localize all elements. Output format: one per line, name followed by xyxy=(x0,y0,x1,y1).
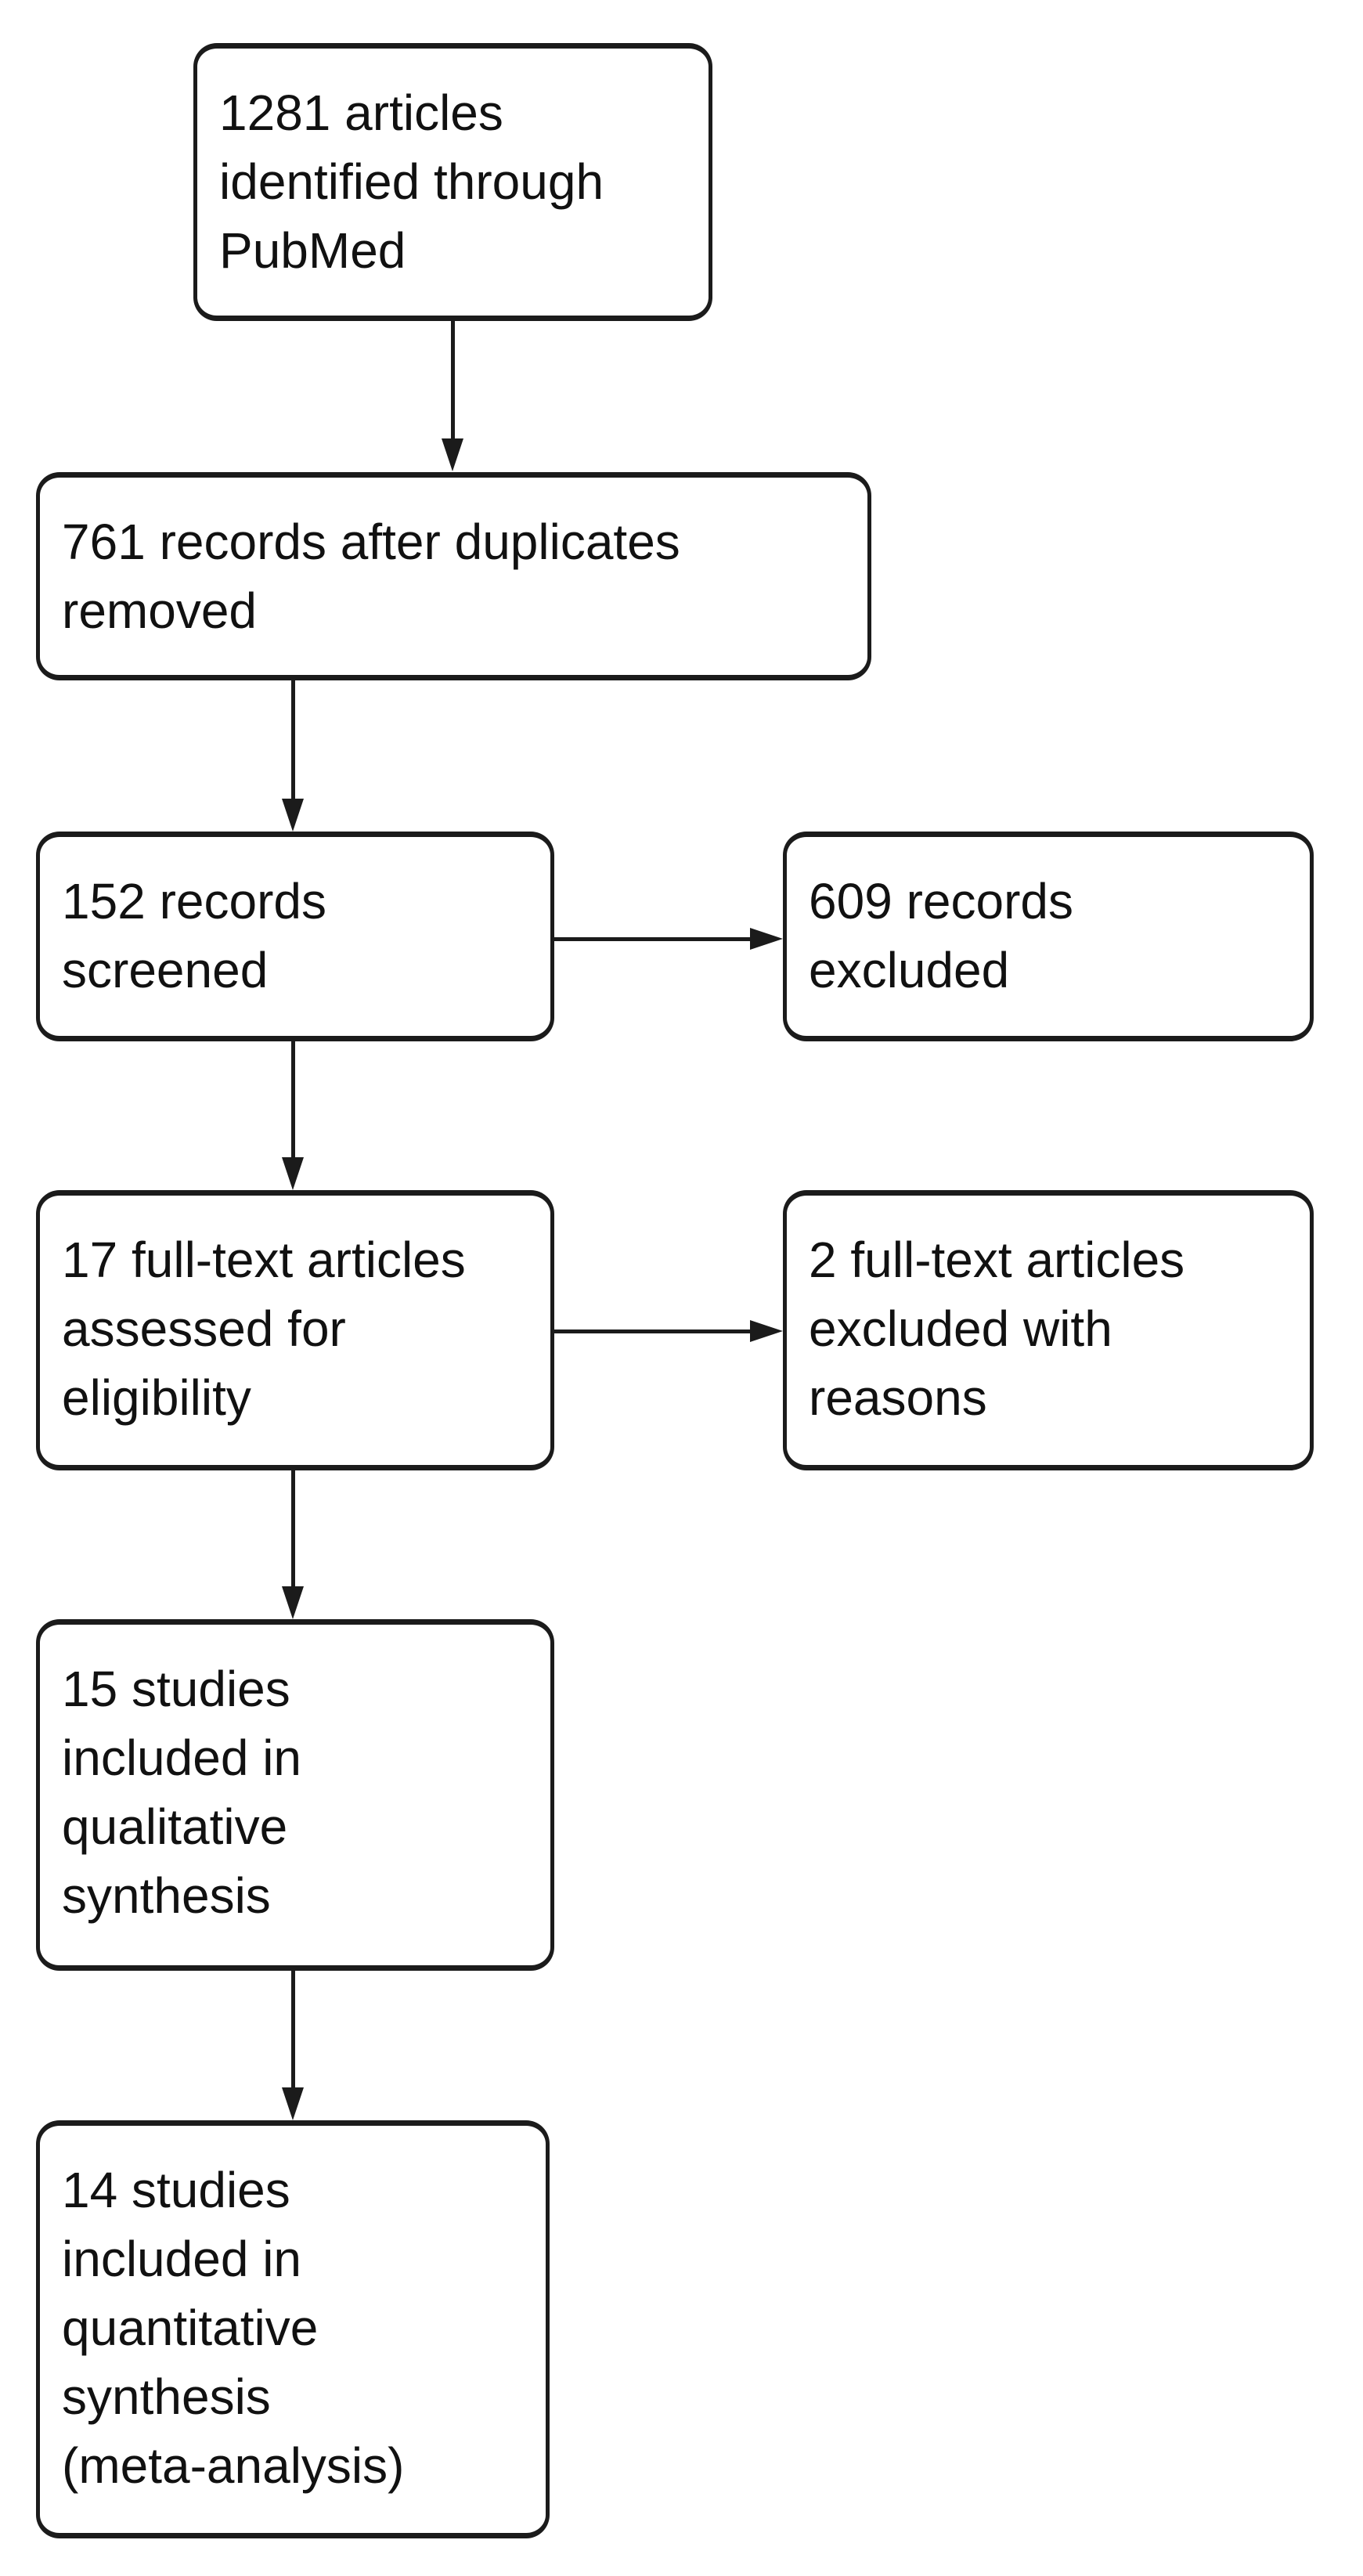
node-fulltext-assessed: 17 full-text articles assessed for eligi… xyxy=(36,1190,554,1470)
node-fulltext-excluded: 2 full-text articles excluded with reaso… xyxy=(783,1190,1314,1470)
arrow-identified-to-duplicates-line xyxy=(451,321,455,438)
arrow-screened-to-fulltext-line xyxy=(291,1041,295,1157)
arrow-duplicates-to-screened-head xyxy=(282,799,304,832)
node-after-duplicates: 761 records after duplicates removed xyxy=(36,472,871,680)
arrow-fulltext-to-qualitative-head xyxy=(282,1586,304,1619)
arrow-identified-to-duplicates-head xyxy=(442,438,463,471)
arrow-screened-to-fulltext-head xyxy=(282,1157,304,1190)
node-quantitative-synthesis: 14 studies included in quantitative synt… xyxy=(36,2120,550,2538)
arrow-qualitative-to-quantitative-head xyxy=(282,2087,304,2120)
node-records-screened: 152 records screened xyxy=(36,832,554,1041)
node-records-excluded: 609 records excluded xyxy=(783,832,1314,1041)
arrow-screened-to-excluded-line xyxy=(554,937,750,941)
arrow-qualitative-to-quantitative-line xyxy=(291,1971,295,2087)
arrow-fulltext-to-excluded-head xyxy=(750,1320,783,1342)
arrow-fulltext-to-excluded-line xyxy=(554,1329,750,1333)
arrow-screened-to-excluded-head xyxy=(750,928,783,950)
node-qualitative-synthesis: 15 studies included in qualitative synth… xyxy=(36,1619,554,1971)
arrow-duplicates-to-screened-line xyxy=(291,680,295,799)
arrow-fulltext-to-qualitative-line xyxy=(291,1470,295,1586)
node-articles-identified: 1281 articles identified through PubMed xyxy=(193,43,712,321)
